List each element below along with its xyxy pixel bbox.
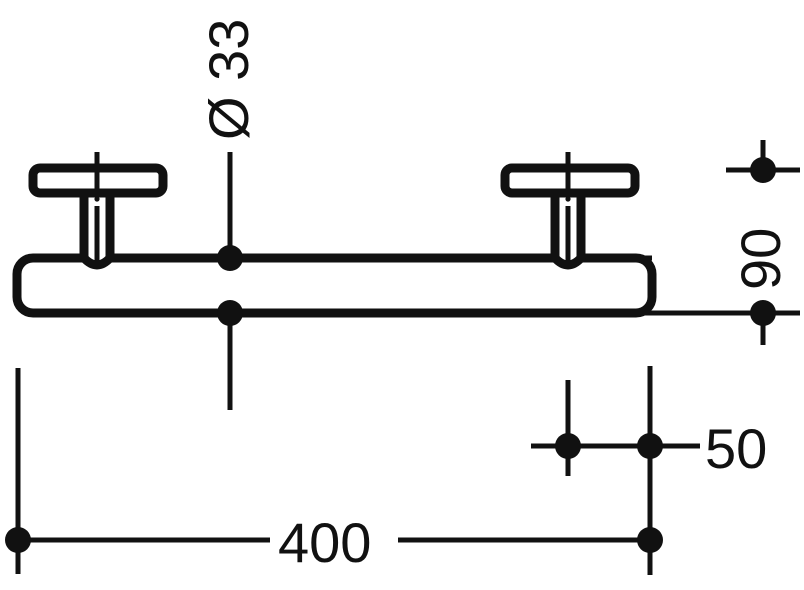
dimension-label-overall-length: 400 <box>278 511 371 574</box>
dot-projection-bottom <box>750 300 776 326</box>
dot-diameter-top <box>217 245 243 271</box>
flange-right-centerline-dot <box>565 196 571 202</box>
dimension-label-diameter: Ø 33 <box>197 19 260 140</box>
wall-flange-left <box>28 152 168 270</box>
dot-diameter-bottom <box>217 300 243 326</box>
dot-length-right <box>637 527 663 553</box>
dot-projection-top <box>750 157 776 183</box>
dimension-dots-group <box>5 157 776 553</box>
grab-bar-group <box>12 253 657 318</box>
dot-offset-right <box>637 433 663 459</box>
dimension-label-end-offset: 50 <box>705 417 767 480</box>
dimension-label-projection: 90 <box>729 228 792 290</box>
wall-flange-right <box>500 152 640 270</box>
dot-offset-left <box>555 433 581 459</box>
dot-length-left <box>5 527 31 553</box>
dimension-lines-group <box>15 140 800 575</box>
grab-bar-tube <box>12 253 657 318</box>
flange-left-centerline-dot <box>94 196 100 202</box>
